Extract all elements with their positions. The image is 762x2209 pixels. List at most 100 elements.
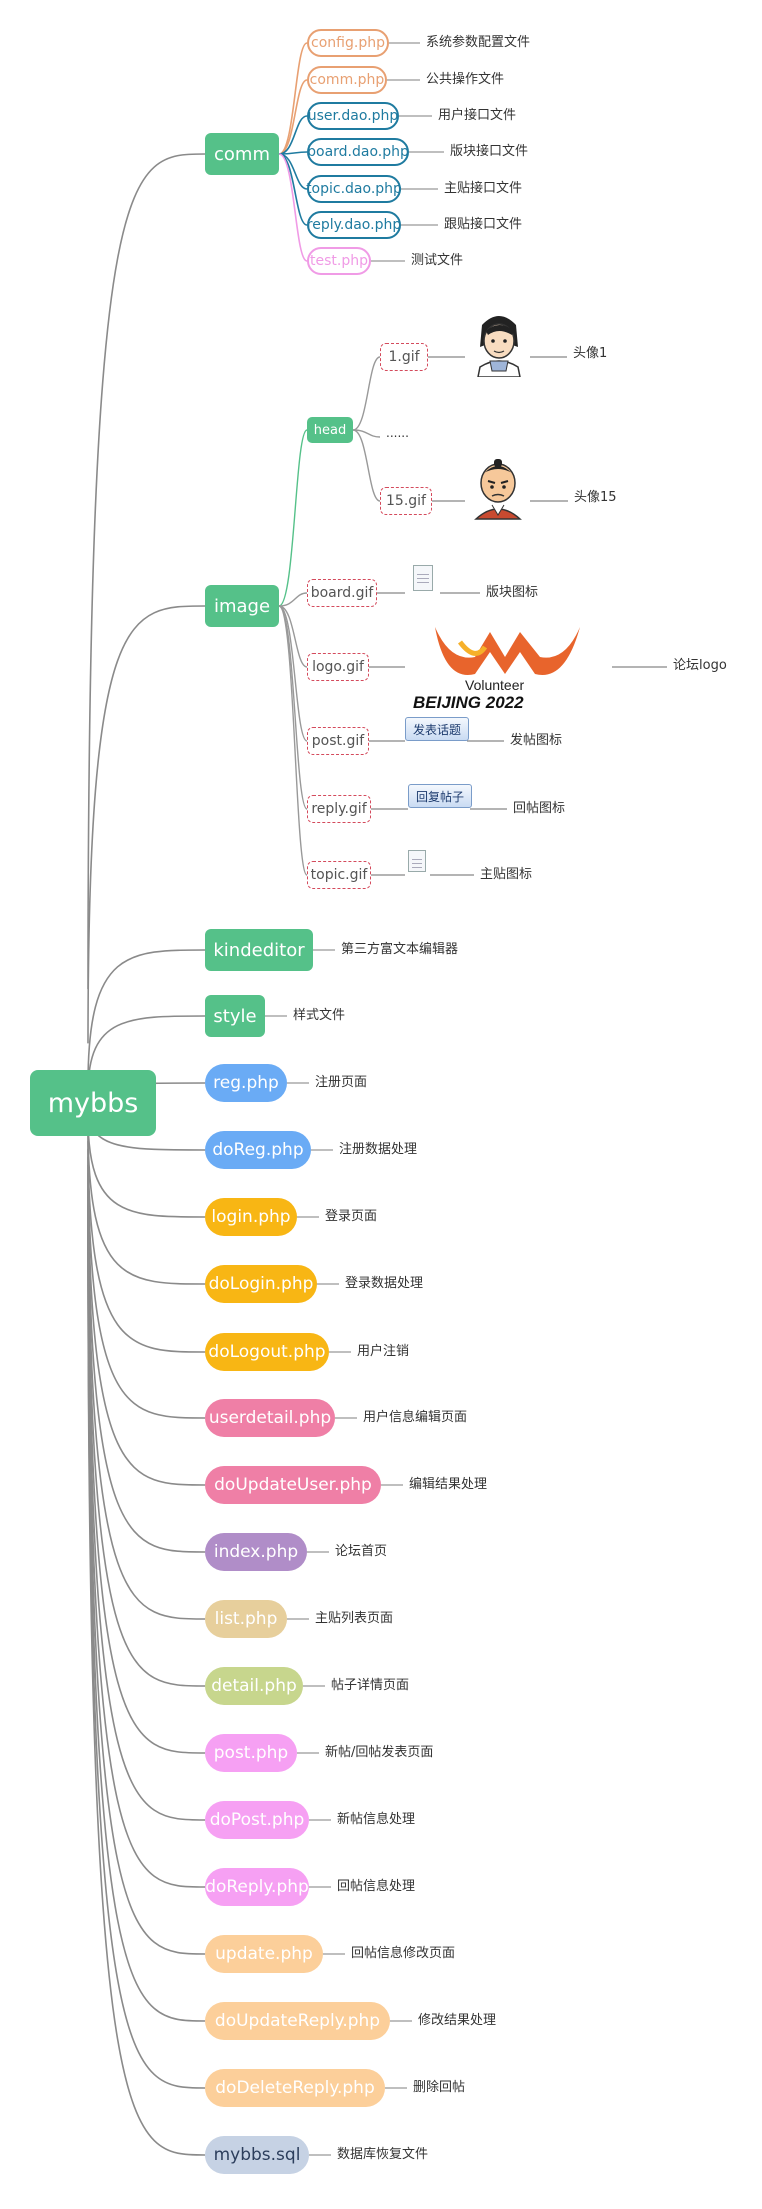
branch-desc: 删除回帖 bbox=[413, 2080, 466, 2095]
branch-desc: 用户注销 bbox=[357, 1344, 410, 1359]
branch-kindeditor[interactable]: kindeditor bbox=[205, 929, 313, 971]
image-node[interactable]: image bbox=[205, 585, 279, 627]
connector-line bbox=[278, 592, 308, 607]
logo-gif-desc: 论坛logo bbox=[673, 658, 727, 673]
reply-gif-desc: 回帖图标 bbox=[513, 801, 566, 816]
connector-line bbox=[278, 153, 308, 226]
branch-index-php[interactable]: index.php bbox=[205, 1533, 307, 1571]
connector-line bbox=[87, 1156, 206, 1553]
connector-line bbox=[278, 605, 308, 810]
comm-file-reply-dao-php[interactable]: reply.dao.php bbox=[307, 211, 401, 239]
branch-desc: 帖子详情页面 bbox=[331, 1678, 410, 1693]
head-item-ellipsis: ...... bbox=[386, 426, 409, 440]
branch-desc: 主贴列表页面 bbox=[315, 1611, 394, 1626]
file-logo-gif[interactable]: logo.gif bbox=[307, 653, 369, 681]
connector-line bbox=[278, 605, 308, 876]
comm-file-desc: 测试文件 bbox=[411, 253, 464, 268]
branch-doPost-php[interactable]: doPost.php bbox=[205, 1801, 309, 1839]
file-topic-gif[interactable]: topic.gif bbox=[307, 861, 371, 889]
connector-line bbox=[278, 153, 308, 262]
connector-line bbox=[352, 429, 381, 502]
branch-desc: 注册页面 bbox=[315, 1075, 368, 1090]
head-item-1-desc: 头像1 bbox=[573, 346, 608, 361]
branch-desc: 用户信息编辑页面 bbox=[363, 1410, 468, 1425]
connector-line bbox=[278, 115, 308, 155]
connector-line bbox=[87, 605, 206, 1044]
comm-file-desc: 版块接口文件 bbox=[450, 144, 529, 159]
branch-update-php[interactable]: update.php bbox=[205, 1935, 323, 1973]
branch-desc: 登录数据处理 bbox=[345, 1276, 424, 1291]
comm-file-desc: 公共操作文件 bbox=[426, 72, 505, 87]
branch-login-php[interactable]: login.php bbox=[205, 1198, 297, 1236]
comm-file-desc: 系统参数配置文件 bbox=[426, 35, 531, 50]
connector-line bbox=[87, 1140, 206, 1419]
avatar-15-image bbox=[474, 459, 522, 520]
branch-doLogout-php[interactable]: doLogout.php bbox=[205, 1333, 329, 1371]
topic-gif-desc: 主贴图标 bbox=[480, 867, 533, 882]
reply-button-image: 回复帖子 bbox=[408, 784, 472, 808]
file-post-gif[interactable]: post.gif bbox=[307, 727, 369, 755]
branch-reg-php[interactable]: reg.php bbox=[205, 1064, 287, 1102]
connector-line bbox=[87, 1205, 206, 1955]
branch-desc: 新帖/回帖发表页面 bbox=[325, 1745, 434, 1760]
branch-desc: 第三方富文本编辑器 bbox=[341, 942, 459, 957]
head-item-15-gif[interactable]: 15.gif bbox=[380, 487, 432, 515]
branch-detail-php[interactable]: detail.php bbox=[205, 1667, 303, 1705]
connector-line bbox=[352, 356, 381, 431]
file-reply-gif[interactable]: reply.gif bbox=[307, 795, 371, 823]
root-node[interactable]: mybbs bbox=[30, 1070, 156, 1136]
comm-file-user-dao-php[interactable]: user.dao.php bbox=[307, 102, 399, 130]
comm-file-topic-dao-php[interactable]: topic.dao.php bbox=[306, 175, 402, 203]
comm-node[interactable]: comm bbox=[205, 133, 279, 175]
comm-file-desc: 跟贴接口文件 bbox=[444, 217, 523, 232]
connector-line bbox=[87, 1116, 206, 1218]
connector-line bbox=[278, 605, 308, 668]
connector-line bbox=[278, 42, 308, 155]
branch-doLogin-php[interactable]: doLogin.php bbox=[205, 1265, 317, 1303]
connector-line bbox=[87, 1164, 206, 1620]
connector-line bbox=[87, 1132, 206, 1353]
branch-desc: 数据库恢复文件 bbox=[337, 2147, 429, 2162]
post-gif-desc: 发帖图标 bbox=[510, 733, 563, 748]
comm-file-config-php[interactable]: config.php bbox=[307, 29, 389, 57]
connector-line bbox=[278, 429, 308, 607]
connector-line bbox=[278, 79, 308, 155]
branch-doUpdateReply-php[interactable]: doUpdateReply.php bbox=[205, 2002, 390, 2040]
branch-list-php[interactable]: list.php bbox=[205, 1600, 287, 1638]
head-node[interactable]: head bbox=[307, 417, 353, 443]
branch-doReply-php[interactable]: doReply.php bbox=[205, 1868, 309, 1906]
connector-line bbox=[87, 1015, 206, 1093]
comm-file-board-dao-php[interactable]: board.dao.php bbox=[307, 138, 409, 166]
connector-line bbox=[87, 1124, 206, 1285]
head-item-1-gif[interactable]: 1.gif bbox=[380, 343, 428, 371]
branch-mybbs-sql[interactable]: mybbs.sql bbox=[205, 2136, 309, 2174]
comm-file-desc: 主贴接口文件 bbox=[444, 181, 523, 196]
connector-line bbox=[87, 1172, 206, 1687]
branch-userdetail-php[interactable]: userdetail.php bbox=[205, 1399, 335, 1437]
comm-file-comm-php[interactable]: comm.php bbox=[307, 66, 387, 94]
branch-style[interactable]: style bbox=[205, 995, 265, 1037]
branch-doReg-php[interactable]: doReg.php bbox=[205, 1131, 311, 1169]
comm-file-test-php[interactable]: test.php bbox=[307, 247, 371, 275]
connector-line bbox=[278, 605, 308, 742]
board-gif-desc: 版块图标 bbox=[486, 585, 539, 600]
connector-line bbox=[352, 429, 381, 438]
branch-desc: 样式文件 bbox=[293, 1008, 346, 1023]
branch-desc: 修改结果处理 bbox=[418, 2013, 497, 2028]
avatar-1-image bbox=[477, 316, 521, 377]
branch-post-php[interactable]: post.php bbox=[205, 1734, 297, 1772]
branch-doUpdateUser-php[interactable]: doUpdateUser.php bbox=[205, 1466, 381, 1504]
logo-beijing-text: BEIJING 2022 bbox=[413, 693, 524, 710]
file-board-gif[interactable]: board.gif bbox=[307, 579, 377, 607]
connector-line bbox=[87, 1229, 206, 2156]
branch-desc: 回帖信息处理 bbox=[337, 1879, 416, 1894]
connector-line bbox=[87, 949, 206, 1085]
branch-desc: 登录页面 bbox=[325, 1209, 378, 1224]
connector-line bbox=[87, 1148, 206, 1486]
comm-file-desc: 用户接口文件 bbox=[438, 108, 517, 123]
branch-doDeleteReply-php[interactable]: doDeleteReply.php bbox=[205, 2069, 385, 2107]
post-button-image: 发表话题 bbox=[405, 717, 469, 741]
topic-icon-image bbox=[408, 850, 426, 872]
branch-desc: 编辑结果处理 bbox=[409, 1477, 488, 1492]
connector-line bbox=[87, 153, 206, 990]
